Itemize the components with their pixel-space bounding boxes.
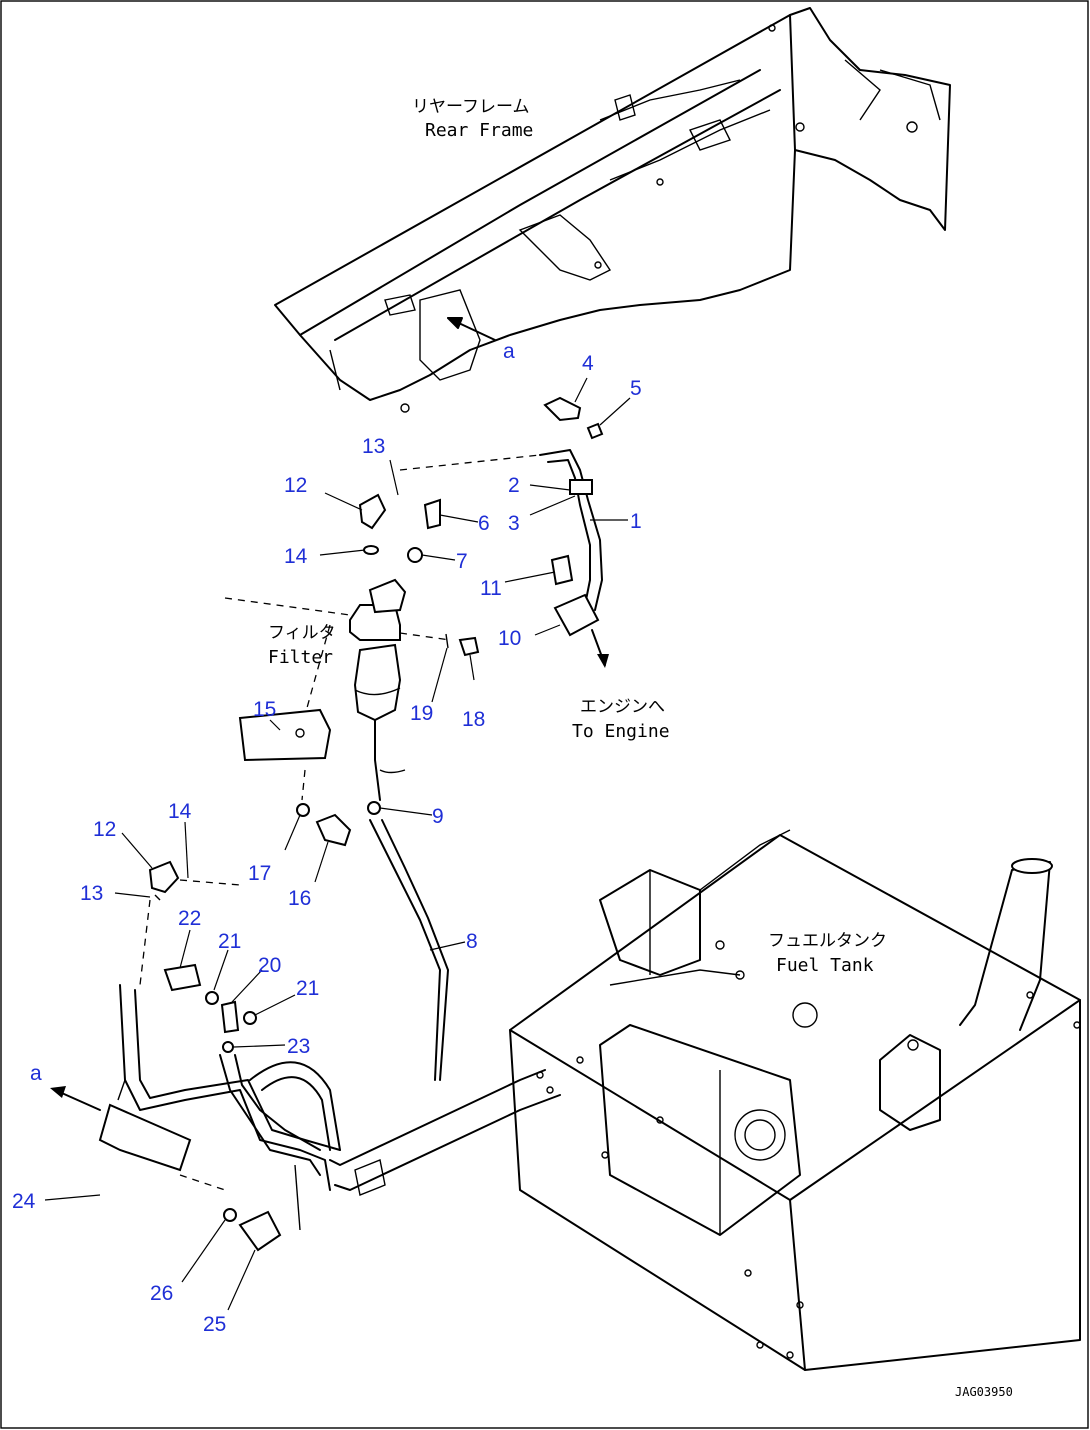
rear-frame-label-en: Rear Frame bbox=[425, 120, 533, 141]
part-17-washer bbox=[296, 803, 310, 817]
part-7-washer bbox=[407, 547, 423, 563]
to-engine-arrowhead bbox=[597, 654, 609, 668]
leader-lines bbox=[44, 377, 631, 1311]
callout-14-upper: 14 bbox=[284, 545, 308, 568]
callout-25: 25 bbox=[203, 1313, 226, 1336]
part-8-tube-edge bbox=[381, 819, 449, 1081]
reference-a-top: a bbox=[503, 340, 515, 363]
fuel-tank-label-en: Fuel Tank bbox=[776, 955, 874, 976]
callout-10: 10 bbox=[498, 627, 521, 650]
lower-hose-assembly bbox=[117, 984, 561, 1231]
to-engine-label-jp: エンジンへ bbox=[580, 697, 665, 717]
part-1-pipe bbox=[539, 449, 603, 611]
leader-24 bbox=[179, 1174, 226, 1191]
part-21-washer-b bbox=[243, 1011, 257, 1025]
part-15-bracket bbox=[238, 708, 332, 762]
callout-6: 6 bbox=[478, 512, 490, 535]
part-13-oring-lower bbox=[154, 894, 161, 901]
callout-14-lower: 14 bbox=[168, 800, 192, 823]
callout-4: 4 bbox=[582, 352, 594, 375]
callout-19: 19 bbox=[410, 702, 433, 725]
part-8-tube bbox=[369, 819, 441, 1081]
filter-label-jp: フィルタ bbox=[268, 623, 336, 643]
part-16-bolt bbox=[315, 813, 352, 847]
fuel-tank-drawing bbox=[509, 829, 1081, 1371]
callout-1: 1 bbox=[630, 510, 642, 533]
callout-7: 7 bbox=[456, 550, 468, 573]
part-10-block bbox=[553, 593, 600, 637]
part-15-hole bbox=[295, 728, 305, 738]
leader-13-lower bbox=[139, 899, 151, 986]
arrow-to-a-head bbox=[50, 1086, 66, 1098]
part-19-oring bbox=[445, 633, 449, 649]
callout-16: 16 bbox=[288, 887, 311, 910]
callout-numbers: 1 2 3 4 5 6 7 8 9 10 11 12 13 14 15 16 1… bbox=[12, 352, 642, 1336]
part-14-oring-upper bbox=[363, 545, 379, 555]
callout-2: 2 bbox=[508, 474, 520, 497]
callout-5: 5 bbox=[630, 377, 642, 400]
callout-21a: 21 bbox=[218, 930, 241, 953]
rear-frame-label-jp: リヤーフレーム bbox=[412, 97, 529, 117]
callout-9: 9 bbox=[432, 805, 444, 828]
callout-22: 22 bbox=[178, 907, 201, 930]
part-26-washer bbox=[223, 1208, 237, 1222]
callout-23: 23 bbox=[287, 1035, 310, 1058]
callout-21b: 21 bbox=[296, 977, 319, 1000]
part-18-elbow bbox=[458, 636, 480, 657]
part-25-bolt bbox=[238, 1210, 282, 1252]
filter-drawing bbox=[224, 454, 541, 801]
drawing-code: JAG03950 bbox=[955, 1385, 1013, 1399]
callout-8: 8 bbox=[466, 930, 478, 953]
callout-3: 3 bbox=[508, 512, 520, 535]
part-9-nut bbox=[367, 801, 381, 815]
callout-11: 11 bbox=[480, 577, 502, 600]
callout-12-upper: 12 bbox=[284, 474, 307, 497]
callout-15: 15 bbox=[253, 698, 276, 721]
part-4-bolt bbox=[543, 396, 582, 422]
rear-frame-drawing bbox=[274, 7, 951, 413]
part-5-washer bbox=[586, 422, 604, 440]
callout-26: 26 bbox=[150, 1282, 173, 1305]
part-22-bolt bbox=[163, 963, 202, 992]
part-23-oring bbox=[222, 1041, 234, 1053]
callout-12-lower: 12 bbox=[93, 818, 116, 841]
part-20-fitting bbox=[220, 1000, 240, 1034]
callout-24: 24 bbox=[12, 1190, 36, 1213]
part-24-bracket bbox=[98, 1103, 192, 1172]
callout-18: 18 bbox=[462, 708, 485, 731]
part-12-elbow-upper bbox=[358, 493, 387, 530]
part-6-bolt bbox=[423, 498, 441, 530]
part-12-elbow-lower bbox=[148, 860, 180, 894]
callout-17: 17 bbox=[248, 862, 271, 885]
part-11-bolt bbox=[550, 554, 574, 586]
callout-13-lower: 13 bbox=[80, 882, 103, 905]
reference-a-bottom: a bbox=[30, 1062, 42, 1085]
leader-14-lower bbox=[179, 879, 241, 886]
callout-13-upper: 13 bbox=[362, 435, 385, 458]
filter-label-en: Filter bbox=[268, 647, 333, 668]
callout-20: 20 bbox=[258, 954, 281, 977]
part-21-washer-a bbox=[205, 991, 219, 1005]
fuel-tank-label-jp: フュエルタンク bbox=[768, 931, 887, 951]
to-engine-label-en: To Engine bbox=[572, 721, 670, 742]
